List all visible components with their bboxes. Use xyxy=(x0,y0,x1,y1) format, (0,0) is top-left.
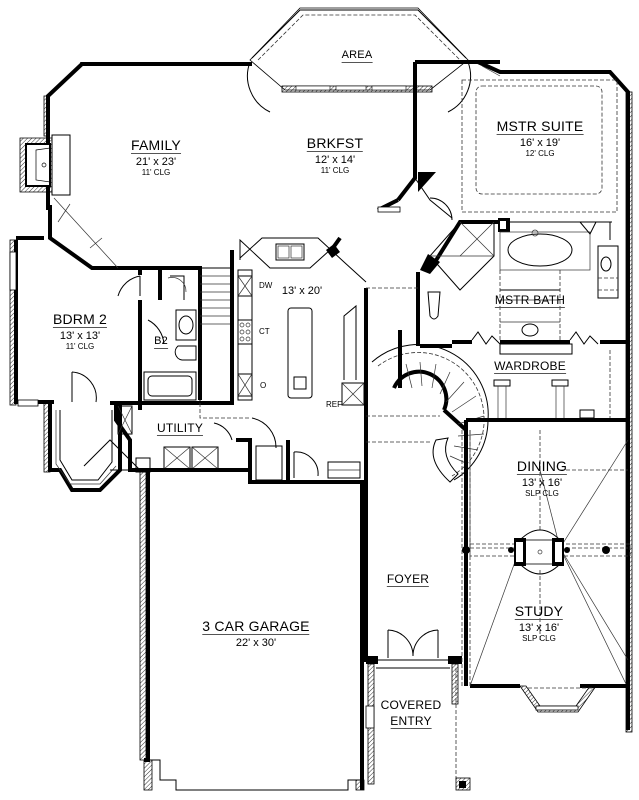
room-name-line1: COVERED xyxy=(380,698,442,712)
room-label-mstr-suite: MSTR SUITE 16' x 19' 12' CLG xyxy=(496,118,584,158)
room-label-b2: B2 xyxy=(154,332,168,349)
appliance-cooktop: CT xyxy=(259,327,270,336)
room-name: FAMILY xyxy=(131,137,181,154)
appliance-refrigerator: REF xyxy=(326,400,342,409)
foyer xyxy=(364,410,471,791)
stair-run xyxy=(199,250,234,405)
room-label-dining: DINING 13' x 16' SLP CLG xyxy=(516,458,568,498)
room-name: WARDROBE xyxy=(494,359,566,374)
room-name-line2: ENTRY xyxy=(390,714,432,729)
appliance-dishwasher: DW xyxy=(259,281,273,290)
room-label-brkfst: BRKFST 12' x 14' 11' CLG xyxy=(306,135,364,175)
master-suite xyxy=(414,79,628,422)
room-name: FOYER xyxy=(386,572,430,587)
room-name: 3 CAR GARAGE xyxy=(202,618,310,635)
room-name: BRKFST xyxy=(306,135,364,152)
room-dimensions: 21' x 23' xyxy=(135,156,177,168)
room-name: DINING xyxy=(516,458,568,475)
room-name: STUDY xyxy=(514,603,564,620)
room-label-utility: UTILITY xyxy=(156,420,204,436)
room-label-foyer: FOYER xyxy=(386,571,430,587)
room-dimensions: 13' x 16' xyxy=(518,622,560,634)
room-ceiling: 11' CLG xyxy=(320,166,350,175)
room-ceiling: 11' CLG xyxy=(65,342,95,351)
room-name: UTILITY xyxy=(156,421,204,436)
room-dimensions: 13' x 13' xyxy=(59,330,101,342)
room-name: MSTR BATH xyxy=(494,293,566,308)
room-label-area: AREA xyxy=(341,46,373,63)
room-name: AREA xyxy=(341,49,373,63)
room-name: BDRM 2 xyxy=(52,311,108,328)
room-ceiling: 11' CLG xyxy=(141,168,171,177)
room-ceiling: SLP CLG xyxy=(522,634,556,643)
room-label-mstr-bath: MSTR BATH xyxy=(494,292,566,308)
appliance-oven: O xyxy=(260,381,267,390)
room-ceiling: 12' CLG xyxy=(525,149,555,158)
interior-walls xyxy=(16,236,452,348)
room-label-garage: 3 CAR GARAGE 22' x 30' xyxy=(202,618,310,649)
room-label-bdrm2: BDRM 2 13' x 13' 11' CLG xyxy=(52,311,108,351)
room-ceiling: SLP CLG xyxy=(525,489,559,498)
room-name: B2 xyxy=(154,335,168,349)
room-name: MSTR SUITE xyxy=(496,118,584,135)
curved-staircase xyxy=(366,330,489,483)
room-dimensions: 16' x 19' xyxy=(519,137,561,149)
room-label-covered-entry: COVERED ENTRY xyxy=(381,697,442,729)
room-label-family: FAMILY 21' x 23' 11' CLG xyxy=(131,138,181,177)
dining-study xyxy=(461,420,631,713)
room-dimensions: 13' x 16' xyxy=(521,477,563,489)
room-label-kitchen: 13' x 20' xyxy=(282,286,322,297)
room-dimensions: 13' x 20' xyxy=(281,285,323,297)
room-label-wardrobe: WARDROBE xyxy=(494,358,566,374)
garage xyxy=(139,468,365,791)
kitchen xyxy=(237,237,368,410)
room-dimensions: 22' x 30' xyxy=(235,637,277,649)
room-dimensions: 12' x 14' xyxy=(314,154,356,166)
exterior-walls xyxy=(19,60,633,733)
room-label-study: STUDY 13' x 16' SLP CLG xyxy=(514,603,564,643)
b2-bath xyxy=(143,266,202,401)
bdrm2-walls xyxy=(9,239,142,492)
